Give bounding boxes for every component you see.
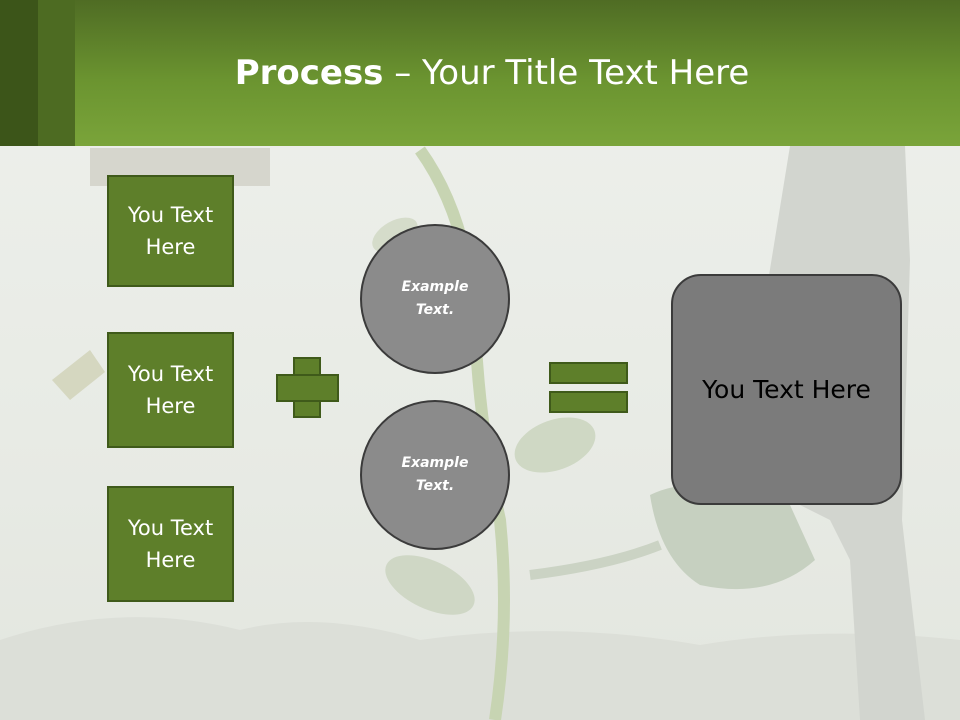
example-circle-1[interactable]: Example Text. [360,224,510,374]
input-box-label: You Text Here [127,203,214,259]
money-note [52,350,105,400]
circle-label: Example Text. [401,279,469,318]
title-bold: Process [234,53,384,93]
result-label: You Text Here [702,375,871,404]
equals-icon-top-bar [549,362,628,384]
leaf [385,555,475,615]
plus-icon-center [295,376,319,400]
input-box-3[interactable]: You Text Here [107,486,234,602]
example-circle-2[interactable]: Example Text. [360,400,510,550]
title-bar [0,0,960,146]
watering-can-spout [529,540,662,580]
input-box-label: You Text Here [127,362,214,418]
input-box-2[interactable]: You Text Here [107,332,234,448]
header-accent-dark [0,0,38,146]
hills [0,617,960,720]
header-accent [38,0,75,146]
result-box[interactable]: You Text Here [671,274,902,505]
watering-can [650,484,815,590]
equals-icon-bottom-bar [549,391,628,413]
circle-label: Example Text. [401,455,469,494]
leaf [514,417,596,473]
page-title: Process – Your Title Text Here [0,53,960,93]
input-box-1[interactable]: You Text Here [107,175,234,287]
input-box-label: You Text Here [127,516,214,572]
title-rest: – Your Title Text Here [383,53,750,93]
